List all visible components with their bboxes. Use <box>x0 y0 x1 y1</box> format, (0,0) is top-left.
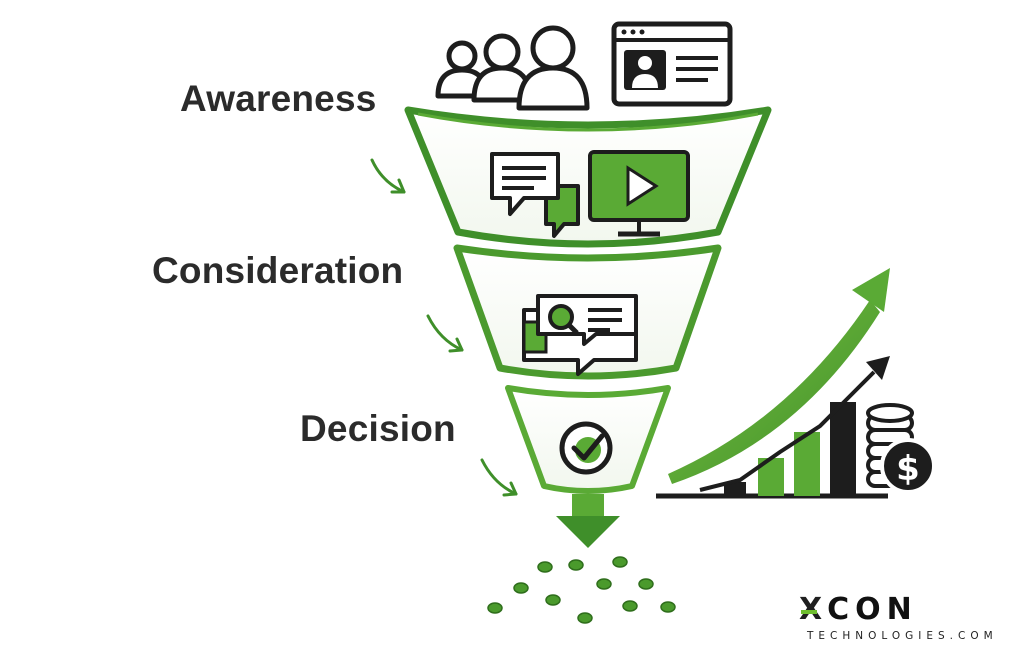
arrow-to-consideration-icon <box>426 314 464 353</box>
brand-wordmark: XCON <box>799 592 918 627</box>
people-group-icon <box>435 25 590 111</box>
down-arrow-icon <box>556 494 620 548</box>
stage-label-awareness: Awareness <box>180 78 377 119</box>
arrow-to-decision-icon <box>480 458 518 497</box>
brand-logo: XCON TECHNOLOGIES.COM <box>797 592 998 646</box>
profile-card-icon <box>611 21 733 107</box>
svg-text:$: $ <box>896 449 920 489</box>
trend-arrow-icon <box>699 356 890 492</box>
growth-arrow-icon <box>668 268 890 484</box>
brand-accent-bar <box>801 610 817 614</box>
stage-label-consideration: Consideration <box>152 250 404 291</box>
brand-wordmark-rest: CON <box>827 592 918 627</box>
brand-wordmark-x: X <box>799 592 827 627</box>
arrow-to-awareness-icon <box>370 158 406 194</box>
chat-bubbles-icon <box>490 152 580 238</box>
search-review-icon <box>522 294 638 376</box>
leads-drops <box>487 556 676 624</box>
stage-label-decision: Decision <box>300 408 456 449</box>
dollar-coin-icon: $ <box>880 438 936 494</box>
video-monitor-icon <box>588 150 690 237</box>
checkmark-badge-icon <box>559 421 613 475</box>
bar-chart-icon <box>656 402 888 499</box>
brand-tagline: TECHNOLOGIES.COM <box>807 630 998 642</box>
